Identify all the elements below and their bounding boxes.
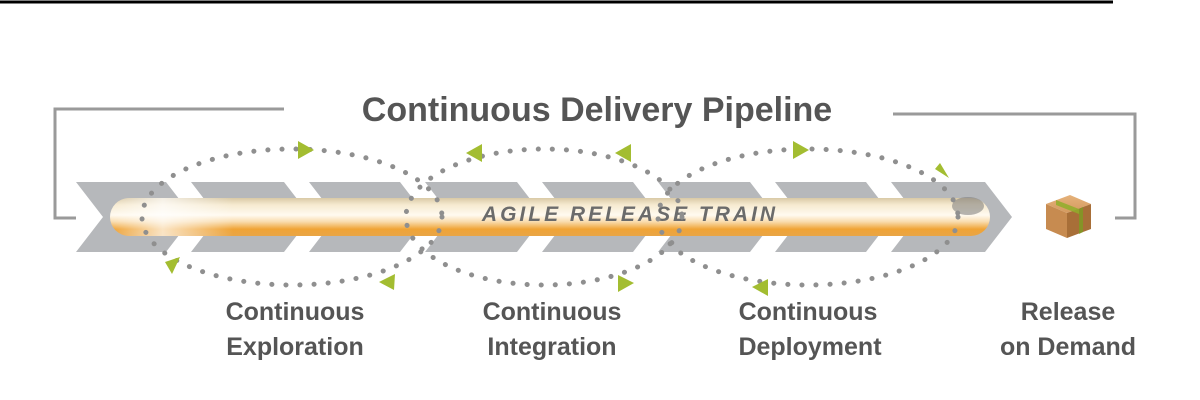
diagram-title: Continuous Delivery Pipeline <box>362 91 832 129</box>
bracket-right <box>893 112 1137 220</box>
loop-exploration <box>139 146 445 288</box>
arrow-left-icon <box>752 279 768 296</box>
arrow-right-icon <box>298 141 314 159</box>
train-glow <box>110 198 990 236</box>
train-nose-shadow <box>952 197 984 215</box>
stage-labels: Continuous Exploration Continuous Integr… <box>226 298 1136 361</box>
stage-release-line2: on Demand <box>1000 333 1136 361</box>
box-icon <box>1046 195 1091 238</box>
arrow-left-icon <box>466 144 482 162</box>
arrow-left-icon <box>379 274 395 290</box>
loop-deployment <box>655 146 961 288</box>
stage-integration-line2: Integration <box>487 333 616 361</box>
bracket-left <box>53 107 284 220</box>
stage-integration-line1: Continuous <box>483 298 622 326</box>
dotted-loops <box>139 146 961 288</box>
arrow-right-icon <box>935 163 949 178</box>
flow-arrows <box>165 141 949 296</box>
arrow-right-icon <box>618 275 634 292</box>
stage-release-line1: Release <box>1021 298 1116 326</box>
stage-deployment-line1: Continuous <box>739 298 878 326</box>
train-label: AGILE RELEASE TRAIN <box>481 203 778 226</box>
arrow-right-icon <box>793 141 809 159</box>
release-train-bar: AGILE RELEASE TRAIN <box>110 197 990 236</box>
stage-exploration-line2: Exploration <box>226 333 364 361</box>
arrow-left-icon <box>615 144 631 162</box>
loop-integration <box>403 146 685 288</box>
stage-deployment-line2: Deployment <box>738 333 882 361</box>
arrow-up-icon <box>165 257 180 274</box>
stage-exploration-line1: Continuous <box>226 298 365 326</box>
